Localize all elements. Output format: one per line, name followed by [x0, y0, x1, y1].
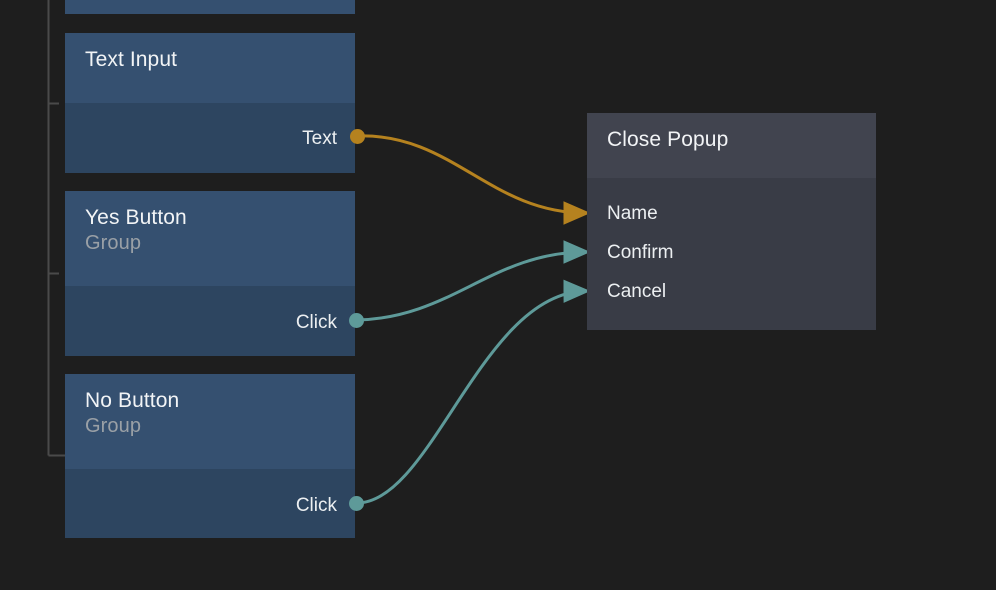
- node-header: Text Input: [65, 33, 355, 103]
- port-out-click[interactable]: Click: [296, 496, 337, 515]
- port-in-cancel[interactable]: Cancel: [607, 282, 666, 301]
- node-subtitle: Group: [85, 415, 142, 437]
- node-clipped-top[interactable]: [65, 0, 355, 14]
- node-title: No Button: [85, 389, 180, 412]
- edge-yes-click-to-confirm[interactable]: [356, 240, 591, 322]
- port-label: Confirm: [607, 242, 674, 263]
- port-in-name[interactable]: Name: [607, 204, 658, 223]
- node-yes-button[interactable]: Yes Button Group Click: [65, 191, 355, 356]
- edge-no-click-to-cancel[interactable]: [356, 279, 591, 505]
- node-text-input[interactable]: Text Input Text: [65, 33, 355, 173]
- socket-text-input-text[interactable]: [350, 129, 365, 144]
- node-title: Close Popup: [607, 128, 729, 151]
- node-body: Click: [65, 469, 355, 538]
- port-out-text[interactable]: Text: [302, 129, 337, 148]
- port-label: Click: [295, 312, 337, 333]
- node-body: Text: [65, 103, 355, 173]
- node-no-button[interactable]: No Button Group Click: [65, 374, 355, 538]
- node-close-popup[interactable]: Close Popup Name Confirm Cancel: [587, 113, 876, 330]
- node-title: Yes Button: [85, 206, 187, 229]
- node-header: Close Popup: [587, 113, 876, 178]
- port-label: Cancel: [607, 281, 667, 302]
- socket-yes-button-click[interactable]: [349, 313, 364, 328]
- port-label: Click: [295, 495, 337, 516]
- node-body: Name Confirm Cancel: [587, 178, 876, 330]
- node-header: No Button Group: [65, 374, 355, 469]
- socket-no-button-click[interactable]: [349, 496, 364, 511]
- port-label: Name: [607, 203, 658, 224]
- port-out-click[interactable]: Click: [296, 313, 337, 332]
- port-in-confirm[interactable]: Confirm: [607, 243, 674, 262]
- node-title: Text Input: [85, 48, 178, 71]
- node-subtitle: Group: [85, 232, 142, 254]
- node-header: Yes Button Group: [65, 191, 355, 286]
- edge-text-to-name[interactable]: [357, 134, 591, 225]
- port-label: Text: [302, 128, 337, 149]
- node-body: Click: [65, 286, 355, 356]
- node-header: [65, 0, 355, 14]
